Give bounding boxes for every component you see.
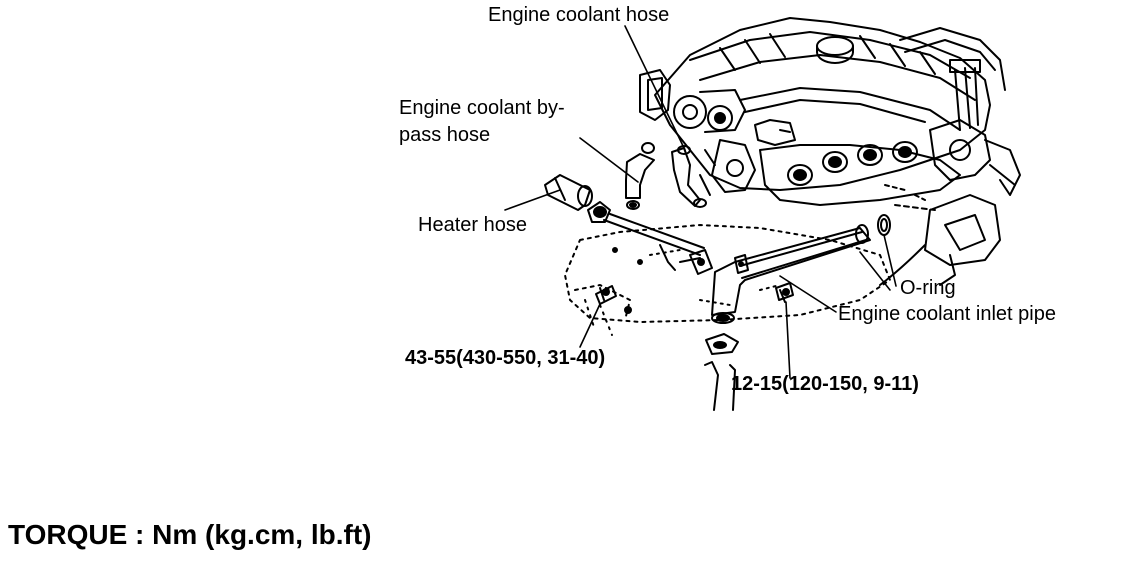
lower-hose-part xyxy=(704,333,739,411)
label-bypass-hose-line1: Engine coolant by- xyxy=(399,97,565,119)
label-torque-bolt-left: 43-55(430-550, 31-40) xyxy=(405,347,606,369)
engine-head-drawing xyxy=(639,17,1021,286)
bolt-left xyxy=(595,285,617,305)
leader-lines xyxy=(504,25,897,379)
heater-hose-part xyxy=(544,174,611,223)
label-engine-coolant-inlet-pipe: Engine coolant inlet pipe xyxy=(838,303,1056,325)
bypass-hose-part xyxy=(625,142,655,210)
label-heater-hose: Heater hose xyxy=(418,214,527,236)
torque-units-legend: TORQUE : Nm (kg.cm, lb.ft) xyxy=(8,519,372,550)
label-engine-coolant-hose: Engine coolant hose xyxy=(488,4,670,26)
bolt-right xyxy=(775,282,794,303)
engine-coolant-hose-part xyxy=(671,145,707,208)
label-bypass-hose-line2: pass hose xyxy=(399,124,491,146)
label-torque-bolt-right: 12-15(120-150, 9-11) xyxy=(731,373,919,395)
inlet-pipe-part xyxy=(603,213,891,324)
label-o-ring: O-ring xyxy=(900,277,956,299)
